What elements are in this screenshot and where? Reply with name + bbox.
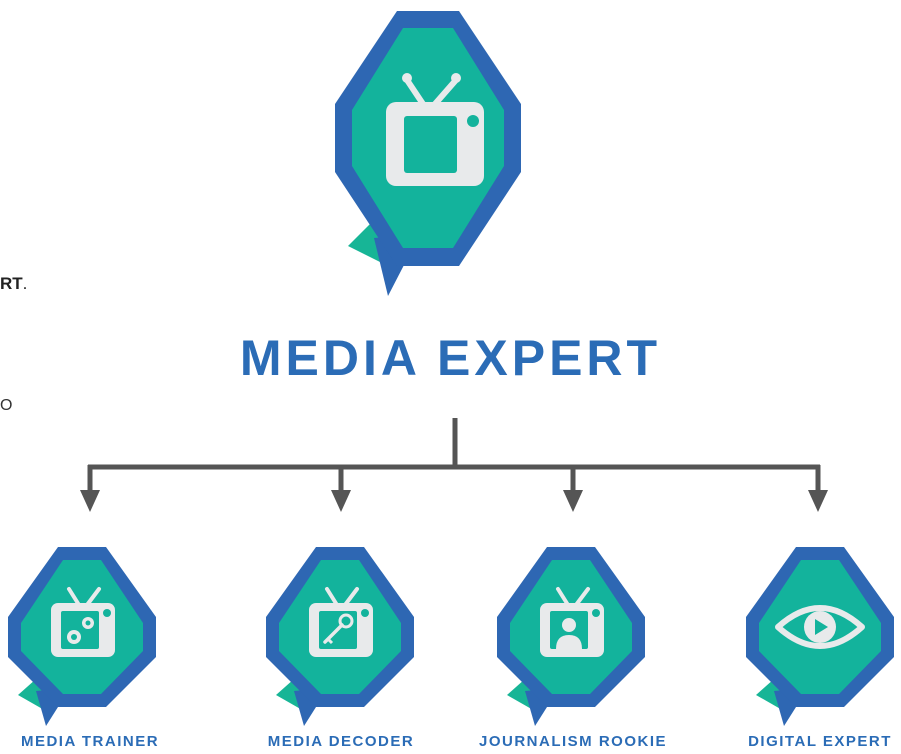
- tv-icon: [386, 73, 484, 186]
- tv-person-icon: [540, 587, 604, 657]
- arrow-down-icon: [80, 490, 100, 512]
- arrow-down-icon: [331, 490, 351, 512]
- eye-play-icon: [775, 605, 865, 649]
- child-label-media-decoder: MEDIA DECODER: [267, 733, 415, 750]
- journalism-rookie-badge: [497, 547, 645, 726]
- main-title: MEDIA EXPERT: [239, 330, 662, 386]
- child-label-journalism-rookie: JOURNALISM ROOKIE: [478, 733, 668, 750]
- cropped-text-fragment: RT.: [0, 274, 28, 293]
- media-expert-badge: [335, 11, 521, 296]
- media-decoder-badge: [266, 547, 414, 726]
- arrow-down-icon: [808, 490, 828, 512]
- cropped-text-fragment: O: [0, 397, 13, 414]
- digital-expert-badge: [746, 547, 894, 726]
- arrow-down-icon: [563, 490, 583, 512]
- child-label-media-trainer: MEDIA TRAINER: [20, 733, 160, 750]
- media-trainer-badge: [8, 547, 156, 726]
- child-label-digital-expert: DIGITAL EXPERT: [748, 733, 892, 750]
- tv-key-icon: [309, 587, 373, 657]
- tv-gears-icon: [51, 587, 115, 657]
